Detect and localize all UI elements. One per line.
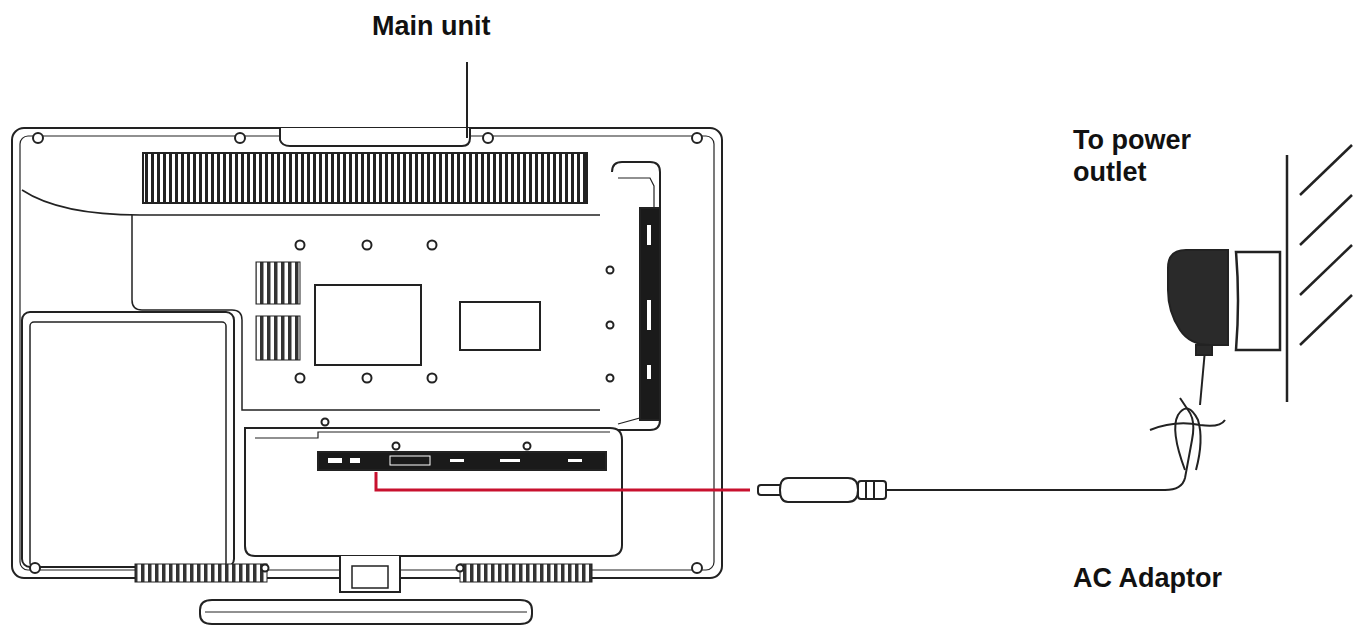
leader-line: [466, 62, 468, 138]
stand-clip: [352, 566, 388, 588]
tv-housing: [12, 128, 722, 578]
tv-housing-inner: [20, 136, 714, 570]
ac-adaptor: [1168, 250, 1228, 355]
stand-base: [200, 600, 532, 624]
bottom-vent: [135, 564, 267, 582]
part-label: Main unit: [372, 10, 490, 42]
side-panel-inner: [30, 322, 226, 567]
callout-label: To power outlet: [1073, 124, 1253, 189]
wall-outlet: [1236, 145, 1352, 402]
side-vent: [256, 316, 300, 360]
shell-line: [132, 215, 232, 310]
top-vent: [143, 153, 587, 203]
side-connector-panel: [612, 162, 660, 430]
power-lead: [376, 472, 750, 490]
top-handle: [280, 128, 470, 146]
side-connector-strip: [640, 208, 660, 420]
adaptor-cable: [886, 350, 1225, 490]
stand-neck: [340, 556, 400, 592]
side-panel: [22, 312, 234, 567]
bottom-bay-line: [255, 432, 610, 438]
bottom-vent: [460, 564, 592, 582]
shell-line: [22, 190, 600, 215]
vesa-plate: [315, 285, 421, 365]
port-marks: [328, 225, 651, 465]
bottom-bay: [245, 428, 622, 556]
dc-plug: [758, 478, 886, 502]
stand-base-edge: [205, 612, 527, 613]
shell-line: [232, 310, 600, 410]
screws: [30, 133, 702, 573]
part-label: AC Adaptor: [1073, 562, 1222, 594]
side-vent: [256, 262, 300, 304]
label-plate: [460, 302, 540, 350]
bottom-connector-strip: [318, 452, 606, 470]
